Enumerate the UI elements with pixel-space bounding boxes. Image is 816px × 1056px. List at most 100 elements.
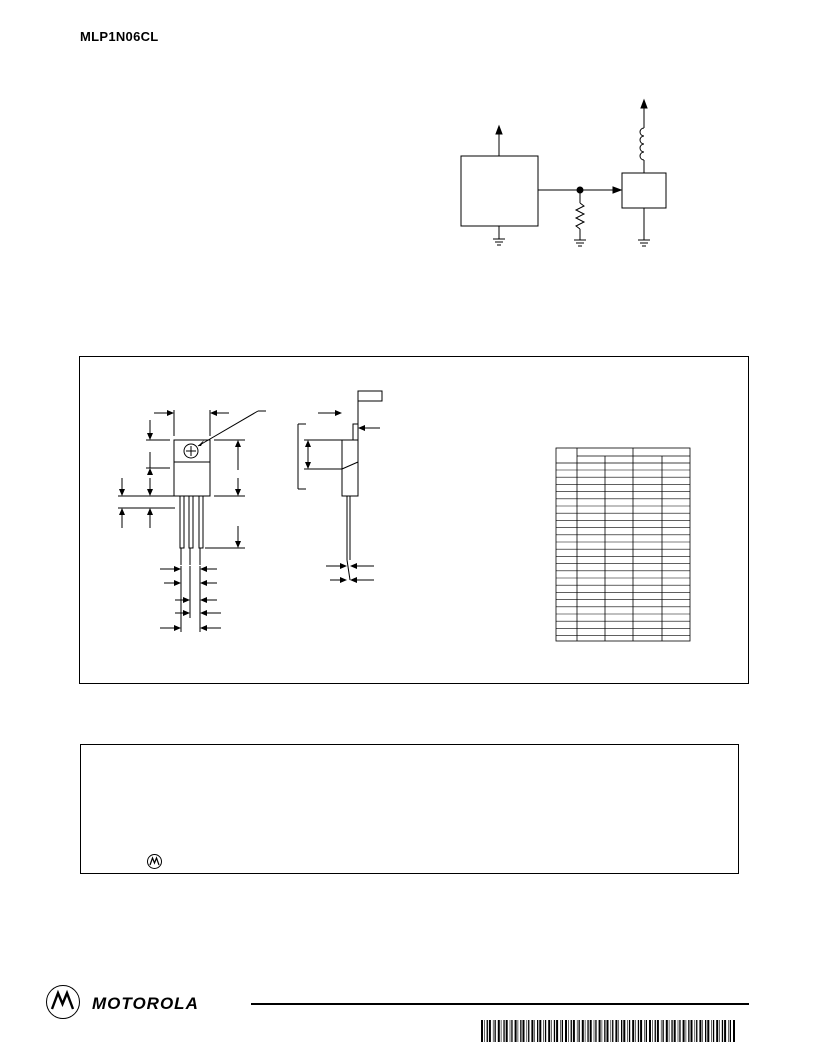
notice-box bbox=[80, 744, 739, 874]
barcode-bar bbox=[481, 1020, 483, 1042]
barcode-bar bbox=[601, 1020, 603, 1042]
barcode-bar bbox=[685, 1020, 687, 1042]
barcode-bar bbox=[534, 1020, 535, 1042]
barcode-bar bbox=[570, 1020, 572, 1042]
barcode-bar bbox=[628, 1020, 631, 1042]
barcode-bar bbox=[551, 1020, 552, 1042]
signal-arrow bbox=[612, 186, 623, 194]
barcode-bar bbox=[503, 1020, 505, 1042]
barcode-bar bbox=[702, 1020, 703, 1042]
barcode-bar bbox=[511, 1020, 513, 1042]
document-barcode bbox=[481, 1020, 735, 1042]
barcode-bar bbox=[644, 1020, 645, 1042]
barcode-bar bbox=[707, 1020, 710, 1042]
barcode-bar bbox=[598, 1020, 601, 1042]
barcode-bar bbox=[492, 1020, 494, 1042]
resistor bbox=[574, 202, 586, 230]
barcode-bar bbox=[509, 1020, 511, 1042]
barcode-bar bbox=[673, 1020, 676, 1042]
barcode-bar bbox=[682, 1020, 685, 1042]
barcode-bar bbox=[660, 1020, 662, 1042]
barcode-bar bbox=[721, 1020, 724, 1042]
barcode-bar bbox=[662, 1020, 664, 1042]
barcode-bar bbox=[690, 1020, 693, 1042]
barcode-bar bbox=[584, 1020, 586, 1042]
barcode-bar bbox=[581, 1020, 584, 1042]
barcode-bar bbox=[733, 1020, 735, 1042]
barcode-bar bbox=[696, 1020, 698, 1042]
barcode-bar bbox=[716, 1020, 719, 1042]
barcode-bar bbox=[543, 1020, 544, 1042]
barcode-bar bbox=[640, 1020, 643, 1042]
barcode-bar bbox=[688, 1020, 690, 1042]
barcode-bar bbox=[654, 1020, 656, 1042]
barcode-bar bbox=[589, 1020, 592, 1042]
barcode-bar bbox=[568, 1020, 569, 1042]
small-motorola-logo bbox=[147, 854, 162, 869]
barcode-bar bbox=[537, 1020, 539, 1042]
barcode-bar bbox=[560, 1020, 561, 1042]
barcode-bar bbox=[712, 1020, 715, 1042]
barcode-bar bbox=[656, 1020, 659, 1042]
barcode-bar bbox=[728, 1020, 729, 1042]
barcode-bar bbox=[637, 1020, 640, 1042]
barcode-bar bbox=[652, 1020, 653, 1042]
barcode-bar bbox=[621, 1020, 623, 1042]
brand-name: MOTOROLA bbox=[92, 994, 199, 1013]
barcode-bar bbox=[645, 1020, 647, 1042]
barcode-bar bbox=[627, 1020, 628, 1042]
barcode-bar bbox=[553, 1020, 556, 1042]
barcode-bar bbox=[671, 1020, 673, 1042]
barcode-bar bbox=[632, 1020, 635, 1042]
barcode-bar bbox=[699, 1020, 702, 1042]
barcode-bar bbox=[724, 1020, 727, 1042]
supply-arrow-right bbox=[640, 98, 648, 109]
barcode-bar bbox=[505, 1020, 508, 1042]
barcode-bar bbox=[500, 1020, 502, 1042]
barcode-bar bbox=[610, 1020, 612, 1042]
barcode-bar bbox=[578, 1020, 580, 1042]
barcode-bar bbox=[497, 1020, 500, 1042]
barcode-bar bbox=[539, 1020, 542, 1042]
motorola-batwing-icon bbox=[149, 856, 160, 866]
barcode-bar bbox=[593, 1020, 595, 1042]
barcode-bar bbox=[711, 1020, 712, 1042]
barcode-bar bbox=[623, 1020, 626, 1042]
inductor bbox=[639, 127, 645, 161]
barcode-bar bbox=[649, 1020, 651, 1042]
barcode-bar bbox=[665, 1020, 668, 1042]
barcode-bar bbox=[544, 1020, 547, 1042]
barcode-bar bbox=[677, 1020, 679, 1042]
package-dimensions-box bbox=[79, 356, 749, 684]
barcode-bar bbox=[729, 1020, 731, 1042]
barcode-bar bbox=[705, 1020, 707, 1042]
barcode-bar bbox=[572, 1020, 575, 1042]
barcode-bar bbox=[488, 1020, 491, 1042]
supply-arrow-left bbox=[495, 124, 503, 135]
barcode-bar bbox=[618, 1020, 619, 1042]
barcode-bar bbox=[606, 1020, 609, 1042]
barcode-bar bbox=[522, 1020, 525, 1042]
barcode-bar bbox=[494, 1020, 496, 1042]
barcode-bar bbox=[719, 1020, 720, 1042]
barcode-bar bbox=[668, 1020, 670, 1042]
motorola-logo bbox=[46, 985, 80, 1019]
barcode-bar bbox=[561, 1020, 563, 1042]
barcode-bar bbox=[484, 1020, 485, 1042]
barcode-bar bbox=[694, 1020, 696, 1042]
barcode-bar bbox=[517, 1020, 519, 1042]
barcode-bar bbox=[514, 1020, 517, 1042]
barcode-bar bbox=[548, 1020, 551, 1042]
barcode-bar bbox=[531, 1020, 534, 1042]
barcode-bar bbox=[604, 1020, 606, 1042]
barcode-bar bbox=[635, 1020, 636, 1042]
barcode-bar bbox=[520, 1020, 522, 1042]
motorola-batwing-icon bbox=[50, 989, 75, 1010]
mounting-hole bbox=[183, 443, 199, 459]
datum-label-box bbox=[357, 390, 383, 402]
barcode-bar bbox=[615, 1020, 618, 1042]
barcode-bar bbox=[679, 1020, 681, 1042]
